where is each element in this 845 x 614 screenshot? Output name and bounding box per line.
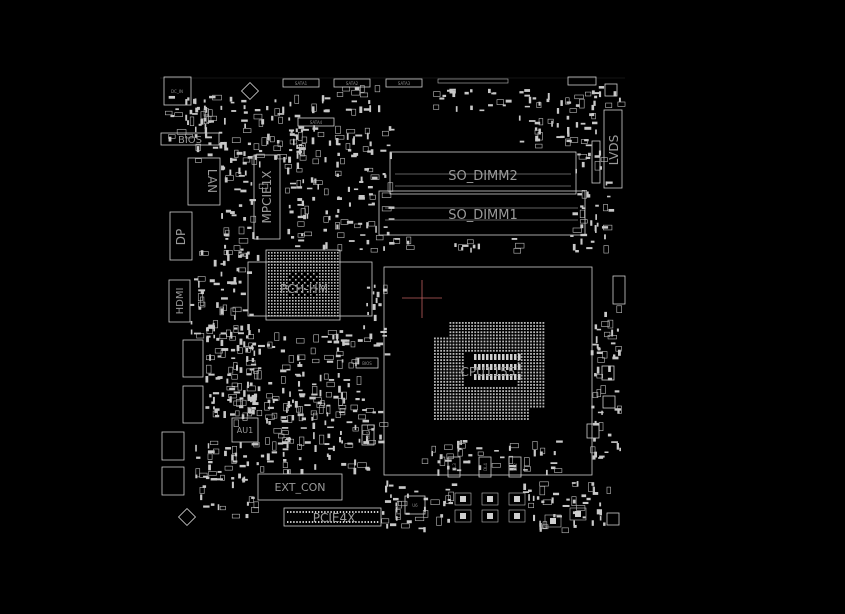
top-right-connector <box>567 76 597 86</box>
lvds-header <box>591 140 601 184</box>
right-pad <box>586 423 600 439</box>
so-dimm1-slot[interactable]: SO_DIMM1 <box>378 190 586 236</box>
audio-jack-lower[interactable] <box>161 466 185 496</box>
bios-chip[interactable]: BIOS <box>160 132 220 146</box>
small-components <box>165 85 626 534</box>
dl3-label: DL3 <box>452 463 457 471</box>
dl4-label: DL4 <box>483 463 488 471</box>
audio-codec-au1[interactable]: AU1 <box>231 417 259 443</box>
sata3-label: SATA3 <box>398 81 411 86</box>
right-chip-a <box>601 365 615 381</box>
pch-chip[interactable]: PCH-HM <box>247 249 373 321</box>
lan-label: LAN <box>205 169 219 193</box>
bios-label: BIOS <box>178 135 202 146</box>
ext-con-label: EXT_CON <box>274 481 325 494</box>
lvds-connector[interactable]: LVDS <box>603 109 623 189</box>
mpcie1x-label: MPCIE1X <box>260 171 274 224</box>
origin-marker <box>402 280 442 318</box>
sata2-label: SATA2 <box>346 81 359 86</box>
led-dl2: DL2 <box>508 456 522 478</box>
sata-connector-3[interactable]: SATA3 <box>385 78 423 88</box>
dl5-label: DL5 <box>366 431 371 439</box>
dc-in-connector[interactable]: DC_IN <box>163 76 192 106</box>
pcie4x-label: PCIE4X <box>313 511 356 525</box>
pcie4x-slot[interactable]: PCIE4X <box>283 507 382 527</box>
pch-label: PCH-HM <box>280 282 328 296</box>
so-dimm2-label: SO_DIMM2 <box>448 169 518 184</box>
sata1-label: SATA1 <box>295 81 308 86</box>
so-dimm2-slot[interactable]: SO_DIMM2 <box>389 151 577 195</box>
sata4-label: SATA4 <box>310 120 323 125</box>
au1-label: AU1 <box>237 426 253 435</box>
so-dimm1-label: SO_DIMM1 <box>448 208 518 223</box>
dp-connector[interactable]: DP <box>169 211 193 261</box>
bios-chip-2[interactable]: BIOS <box>355 357 379 369</box>
hdmi-connector[interactable]: HDMI <box>168 279 191 323</box>
dl2-label: DL2 <box>513 463 518 471</box>
cpu-socket[interactable]: CPU1155 <box>383 266 593 476</box>
lvds-label: LVDS <box>607 135 621 165</box>
bios2-label: BIOS <box>362 361 372 366</box>
led-dl5: DL5 <box>361 424 375 446</box>
usb-connector-upper[interactable] <box>182 339 204 378</box>
sata-connector-2[interactable]: SATA2 <box>333 78 371 88</box>
led-dl4: DL4 <box>478 456 492 478</box>
cpu-label: CPU1155 <box>461 365 516 379</box>
u6-label: U6 <box>412 503 418 508</box>
led-dl3: DL3 <box>447 456 461 478</box>
mount-diamond-top <box>240 81 260 101</box>
top-header <box>437 78 509 84</box>
vrm-mosfets <box>454 492 587 528</box>
ext-con-connector[interactable]: EXT_CON <box>257 473 343 501</box>
lan-connector[interactable]: LAN <box>187 157 221 206</box>
hdmi-label: HDMI <box>175 288 186 315</box>
sata-connector-4[interactable]: SATA4 <box>297 117 335 127</box>
chip-u6[interactable]: U6 <box>404 495 426 515</box>
bottom-right-pad <box>606 512 620 526</box>
usb-connector-lower[interactable] <box>182 385 204 424</box>
dp-label: DP <box>174 229 188 245</box>
top-right-chip <box>604 83 618 97</box>
dc-in-label: DC_IN <box>171 89 183 94</box>
audio-jack-upper[interactable] <box>161 431 185 461</box>
mpcie1x-slot[interactable]: MPCIE1X <box>253 154 281 240</box>
sata-connector-1[interactable]: SATA1 <box>282 78 320 88</box>
right-header <box>612 275 626 305</box>
right-chip-b <box>602 395 616 409</box>
mount-diamond-bottom <box>177 507 197 527</box>
